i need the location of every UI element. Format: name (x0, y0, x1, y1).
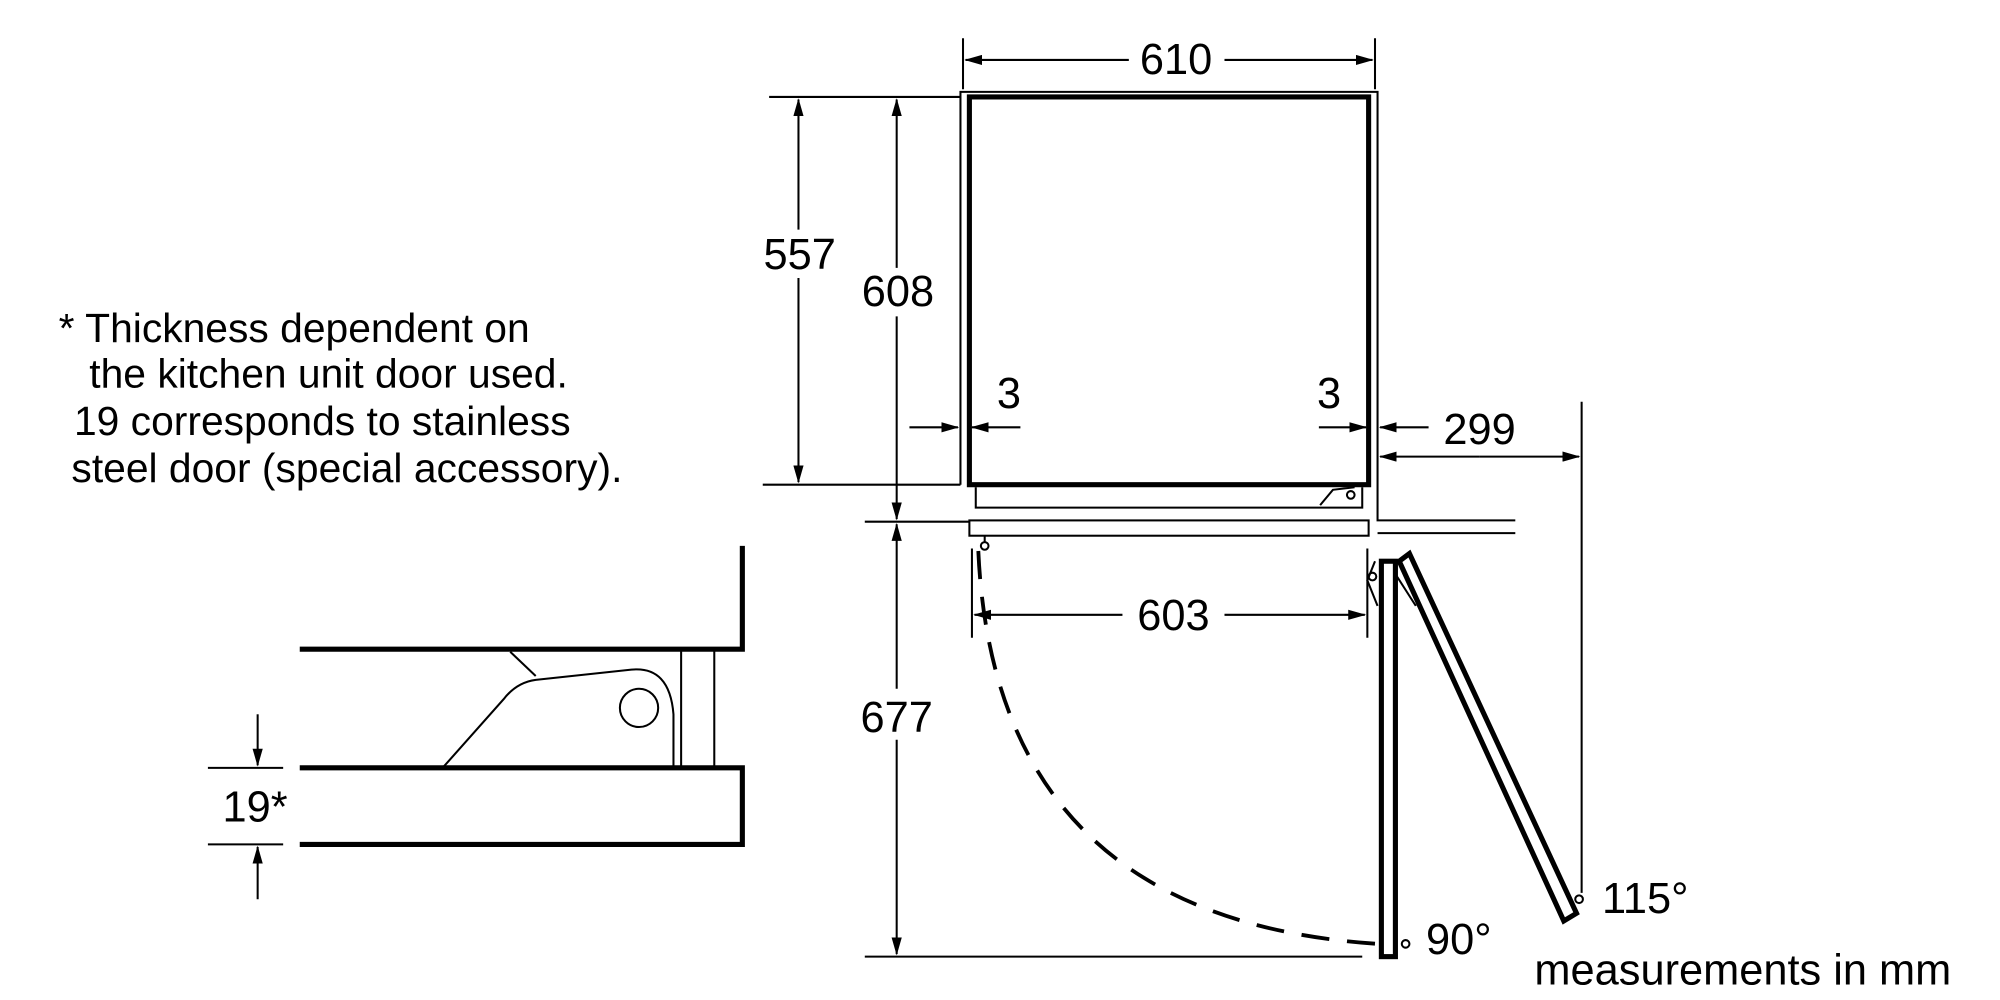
dimension-lines (793, 38, 1583, 956)
note-line: 19 corresponds to stainless (74, 398, 571, 444)
note-line: steel door (special accessory). (71, 445, 622, 491)
dim-610: 610 (1140, 36, 1212, 84)
dim-557: 557 (764, 231, 836, 279)
dim-19: 19* (223, 783, 288, 831)
dimension-labels: 610 557 608 3 3 299 603 677 19* 90° 115°… (223, 36, 1952, 995)
thickness-note: * Thickness dependent on the kitchen uni… (59, 305, 623, 491)
dim-677: 677 (861, 694, 933, 742)
dim-3-right: 3 (1317, 370, 1341, 418)
door-90 (1378, 558, 1398, 960)
door-swing (976, 549, 1584, 960)
units-label: measurements in mm (1534, 947, 1951, 995)
angle-90: 90° (1426, 916, 1492, 964)
dim-603: 603 (1137, 592, 1209, 640)
door-115 (1396, 549, 1580, 925)
swing-arc-dashed (976, 550, 1378, 946)
dim-299: 299 (1443, 406, 1515, 454)
hinge-detail (207, 545, 745, 900)
door-panel (968, 519, 1370, 537)
appliance-plan (762, 90, 1516, 958)
appliance-body (966, 94, 1372, 488)
note-line: the kitchen unit door used. (89, 351, 568, 397)
angle-115: 115° (1602, 875, 1688, 923)
dim-608: 608 (862, 268, 934, 316)
dim-3-left: 3 (997, 370, 1021, 418)
note-line: * Thickness dependent on (59, 305, 530, 351)
